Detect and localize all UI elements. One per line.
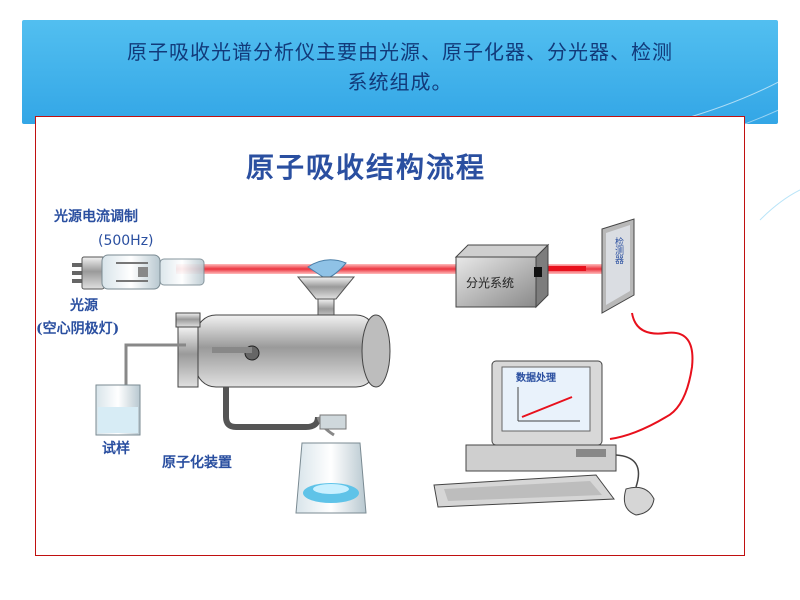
- aas-structure-diagram: 原子吸收结构流程 光源电流调制 (500Hz) 光源 (空心阴极灯) 试样 原子…: [36, 151, 694, 516]
- frequency-label: (500Hz): [98, 233, 154, 249]
- lamp-current-label: 光源电流调制: [53, 208, 138, 225]
- header-line-1: 原子吸收光谱分析仪主要由光源、原子化器、分光器、检测: [127, 40, 673, 64]
- detector-panel-icon: [601, 218, 635, 314]
- computer-icon: [433, 360, 655, 516]
- monochromator-label: 分光系统: [466, 276, 514, 290]
- header-band: [22, 20, 778, 124]
- light-beam: [176, 264, 606, 274]
- data-processing-label: 数据处理: [516, 371, 556, 384]
- diagram-frame: 原子吸收结构流程 光源电流调制 (500Hz) 光源 (空心阴极灯) 试样 原子…: [35, 116, 745, 556]
- light-source-label: 光源: [69, 297, 98, 314]
- light-beam-out: [546, 266, 586, 271]
- detector-label: 检测器: [613, 236, 624, 264]
- header-line-2: 系统组成。: [347, 70, 453, 94]
- slide-header: 原子吸收光谱分析仪主要由光源、原子化器、分光器、检测 系统组成。: [28, 37, 772, 97]
- hollow-cathode-lamp-icon: [72, 254, 205, 290]
- lamp-type-label: (空心阴极灯): [36, 320, 119, 337]
- signal-cable: [609, 312, 694, 440]
- atomizer-label: 原子化装置: [162, 454, 232, 471]
- sample-beaker-icon: [95, 343, 186, 436]
- monochromator-box-icon: [454, 243, 550, 309]
- sample-label: 试样: [102, 440, 130, 457]
- diagram-title: 原子吸收结构流程: [246, 151, 486, 184]
- atomizer-chamber-icon: [175, 259, 391, 430]
- drain-bottle-icon: [295, 414, 367, 514]
